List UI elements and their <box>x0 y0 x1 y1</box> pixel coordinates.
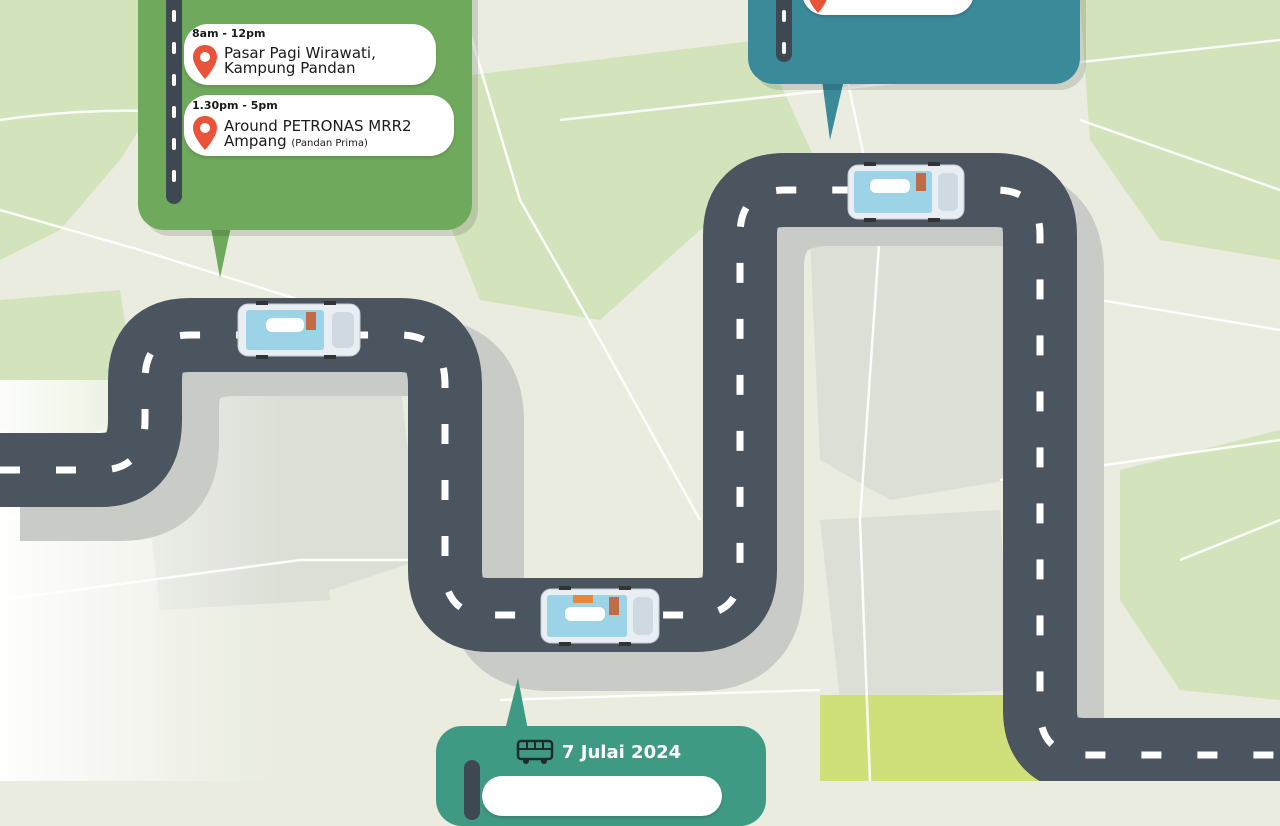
route-map <box>0 0 1280 781</box>
schedule-date: 7 Julai 2024 <box>562 741 682 763</box>
road-lane-markings <box>0 186 1280 759</box>
promo-van-3 <box>540 586 660 646</box>
schedule-stop-1: 8am - 12pm Pasar Pagi Wirawati, Kampung … <box>184 24 436 85</box>
schedule-callout-green: 8am - 12pm Pasar Pagi Wirawati, Kampung … <box>138 0 472 230</box>
route-spine <box>464 760 480 820</box>
bus-icon <box>516 739 554 764</box>
location-pin-icon <box>809 0 827 14</box>
promo-van-1 <box>237 301 361 359</box>
blue-callout-tail <box>822 80 844 140</box>
promo-van-2 <box>847 162 965 222</box>
location-pin-icon <box>193 45 217 79</box>
teal-callout-tail <box>505 678 528 730</box>
stop-location-note: (Pandan Prima) <box>291 138 368 149</box>
schedule-callout-teal: 7 Julai 2024 <box>436 726 766 826</box>
stop-time: 8am - 12pm <box>192 27 266 40</box>
schedule-stop-cropped <box>482 776 722 816</box>
schedule-stop-cropped <box>802 0 974 15</box>
stop-location: Around PETRONAS MRR2 Ampang (Pandan Prim… <box>224 117 412 150</box>
route-spine <box>166 0 182 204</box>
schedule-date-row: 7 Julai 2024 <box>516 739 681 765</box>
schedule-callout-blue <box>748 0 1080 84</box>
stop-time: 1.30pm - 5pm <box>192 99 278 112</box>
stop-location: Pasar Pagi Wirawati, Kampung Pandan <box>224 44 376 77</box>
schedule-stop-2: 1.30pm - 5pm Around PETRONAS MRR2 Ampang… <box>184 95 454 156</box>
route-spine <box>776 0 792 62</box>
green-callout-tail <box>210 222 232 278</box>
location-pin-icon <box>193 116 217 150</box>
